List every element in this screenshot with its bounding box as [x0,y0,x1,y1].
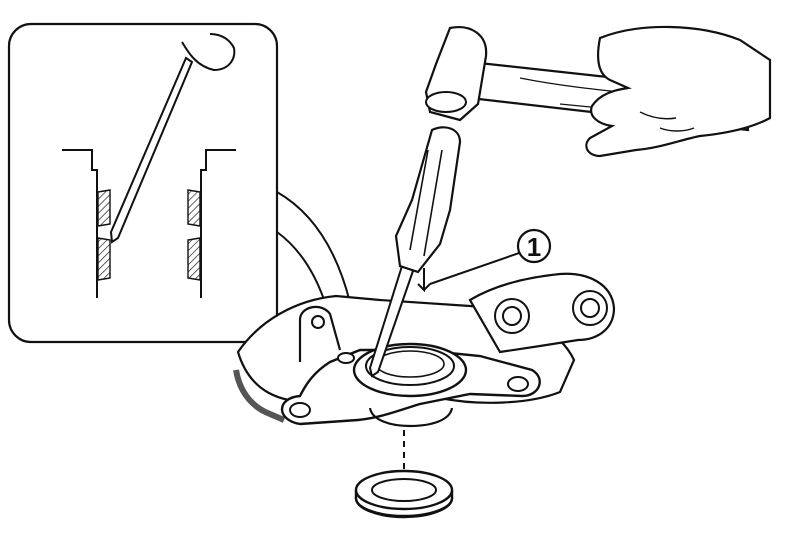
steering-knuckle [233,272,616,428]
inset-seal-left-lower [97,237,111,281]
inset-seal-left-upper [97,189,111,227]
flange-bolt-hole-left [289,402,311,418]
screwdriver-handle-ribs [409,149,443,257]
inset-bore-right-wall [200,149,236,298]
inset-bore-left-wall [62,149,98,298]
bore-inner [375,350,445,378]
detail-inset [7,22,279,344]
screwdriver-handle [394,126,462,274]
inset-seal-right-upper [187,189,201,227]
inset-seal-right-lower [187,237,201,281]
callout-leader [429,251,523,285]
knuckle-left-tab [298,305,342,362]
inset-screwdriver [109,56,194,244]
flange-bolt-hole-right [507,376,529,392]
screwdriver-tip-arrow [417,268,431,293]
upper-arm-eye-right-hole [580,298,600,318]
hand [585,25,772,158]
callout-number: 1 [527,232,541,262]
inset-hand [181,33,236,72]
knuckle-lower-hub [368,407,454,428]
flange-bolt-hole-top [337,352,355,364]
left-tab-hole [311,315,325,329]
inset-frame [7,22,279,344]
callout-circle [516,228,552,264]
seal-inner [371,478,437,502]
screwdriver [368,126,462,378]
oil-seal [354,430,454,519]
knuckle-shading [233,369,286,423]
callout-1: 1 [429,228,552,285]
hand-knuckle-lines [639,111,695,132]
upper-arm-eye-left-hole [502,306,522,326]
hammer-face [425,91,467,113]
